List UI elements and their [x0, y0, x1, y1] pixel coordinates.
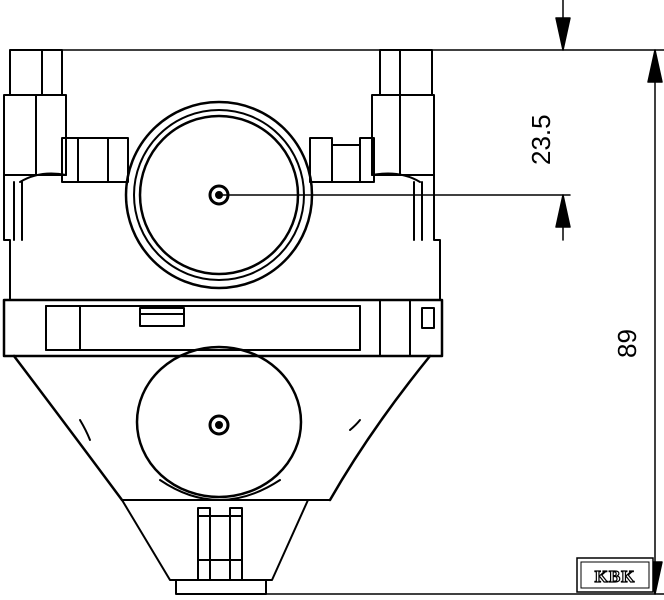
upper-housing [3, 49, 664, 301]
logo-text: KBK [595, 567, 636, 586]
dimension-label-23-5: 23.5 [526, 114, 556, 165]
lower-funnel [12, 354, 432, 502]
left-top-tab [9, 49, 63, 96]
middle-slot [139, 307, 185, 327]
right-latch [371, 94, 435, 176]
dimension-label-89: 89 [612, 329, 642, 358]
side-notch [421, 307, 435, 329]
kbk-logo: KBK [576, 557, 654, 593]
dimension-23-5 [218, 0, 571, 241]
bottom-nozzle [121, 499, 309, 595]
right-top-tab [379, 49, 433, 96]
dimension-89 [265, 49, 664, 595]
lower-disc [135, 345, 303, 501]
middle-band [2, 298, 444, 358]
